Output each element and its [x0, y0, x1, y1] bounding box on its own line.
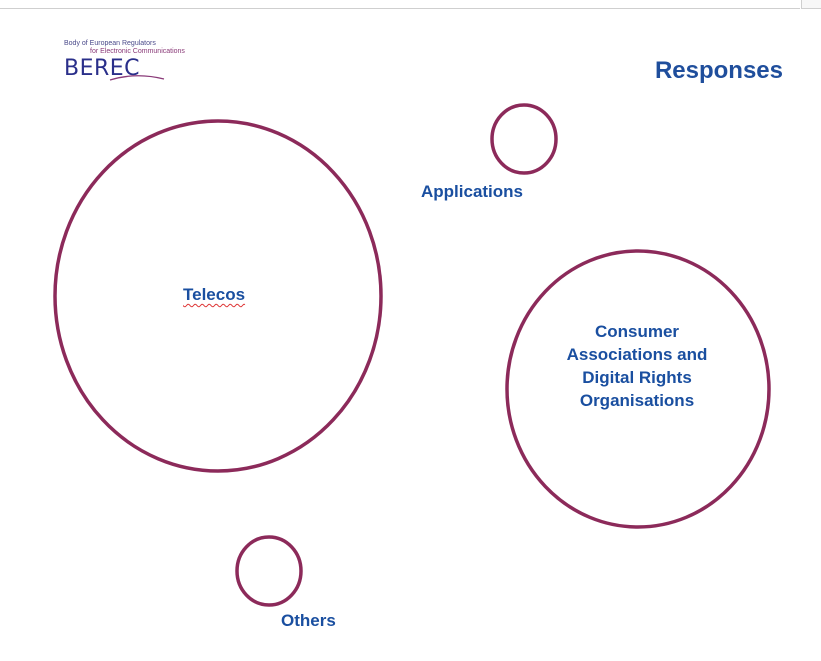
berec-logo: Body of European Regulators for Electron… [64, 40, 214, 92]
telecos-label: Telecos [183, 285, 246, 304]
applications-circle [490, 103, 558, 175]
consumer-circle [505, 249, 771, 529]
slide-title: Responses [654, 57, 783, 84]
others-circle [235, 535, 303, 607]
others-label: Others [281, 611, 336, 630]
applications-label: Applications [421, 182, 524, 201]
logo-line1: Body of European Regulators [64, 40, 156, 47]
corner-tab [801, 0, 821, 9]
consumer-label: Consumer Associations and Digital Rights… [566, 322, 708, 410]
logo-line2: for Electronic Communications [90, 48, 185, 55]
top-border [0, 8, 800, 9]
logo-swoosh-icon [109, 75, 165, 81]
telecos-circle [53, 119, 383, 473]
